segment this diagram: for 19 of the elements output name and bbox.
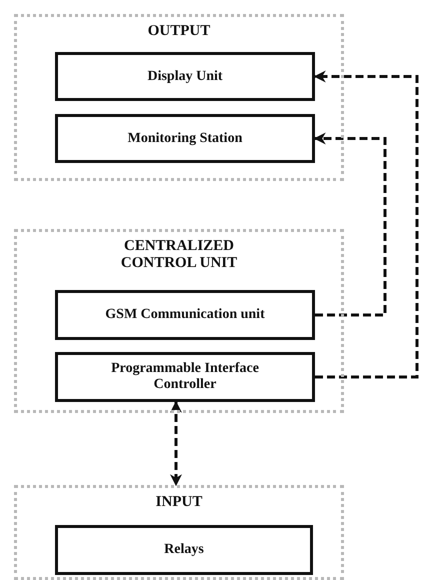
box-label: GSM Communication unit (105, 307, 265, 323)
group-title: CENTRALIZED CONTROL UNIT (120, 238, 238, 272)
box-label: Relays (164, 542, 204, 558)
box-label: Programmable Interface Controller (110, 361, 260, 393)
dashed-arrow (170, 400, 182, 486)
process-box (55, 290, 315, 340)
process-box (55, 114, 315, 163)
dashed-arrow (314, 70, 418, 378)
group-frame (14, 229, 344, 413)
process-box (55, 525, 313, 575)
process-box (55, 352, 315, 402)
box-label: Display Unit (147, 68, 223, 84)
box-label: Monitoring Station (128, 130, 242, 146)
group-frame (14, 485, 344, 580)
group-frame (14, 14, 344, 181)
dashed-arrow (314, 132, 386, 316)
process-box (55, 52, 315, 101)
group-title: OUTPUT (146, 23, 212, 40)
group-title: INPUT (154, 494, 204, 511)
